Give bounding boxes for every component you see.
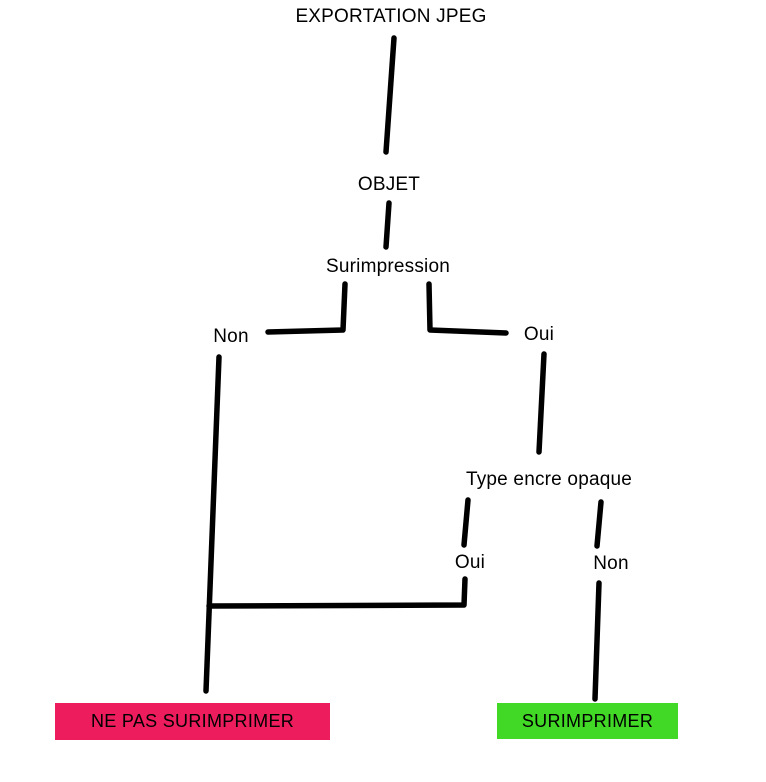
node-objet: OBJET [357,174,421,195]
connector-oui-to-type-encre [536,351,547,455]
node-surimpression: Surimpression [325,256,451,277]
connector-non-to-result-no [203,354,222,694]
connector-objet-to-surimpression [383,200,392,250]
result-ne-pas-surimprimer: NE PAS SURIMPRIMER [55,703,330,740]
node-exportation-jpeg: EXPORTATION JPEG [295,6,487,27]
branch-label-non-2: Non [593,553,629,574]
result-surimprimer: SURIMPRIMER [497,703,678,739]
connector-type-encre-to-oui2 [461,497,471,548]
connector-title-to-objet [383,35,397,155]
connector-type-encre-to-non2 [594,499,604,549]
connector-surimpression-to-non [265,281,348,335]
connector-oui2-to-left-line [206,576,468,609]
result-surimprimer-label: SURIMPRIMER [521,710,654,731]
branch-label-oui-1: Oui [523,324,555,345]
branch-label-non-1: Non [213,326,249,347]
branch-label-oui-2: Oui [454,552,486,573]
node-type-encre-opaque: Type encre opaque [465,469,633,490]
connector-non2-to-result-yes [592,580,602,702]
connector-surimpression-to-oui [426,281,509,336]
result-ne-pas-surimprimer-label: NE PAS SURIMPRIMER [90,711,295,731]
